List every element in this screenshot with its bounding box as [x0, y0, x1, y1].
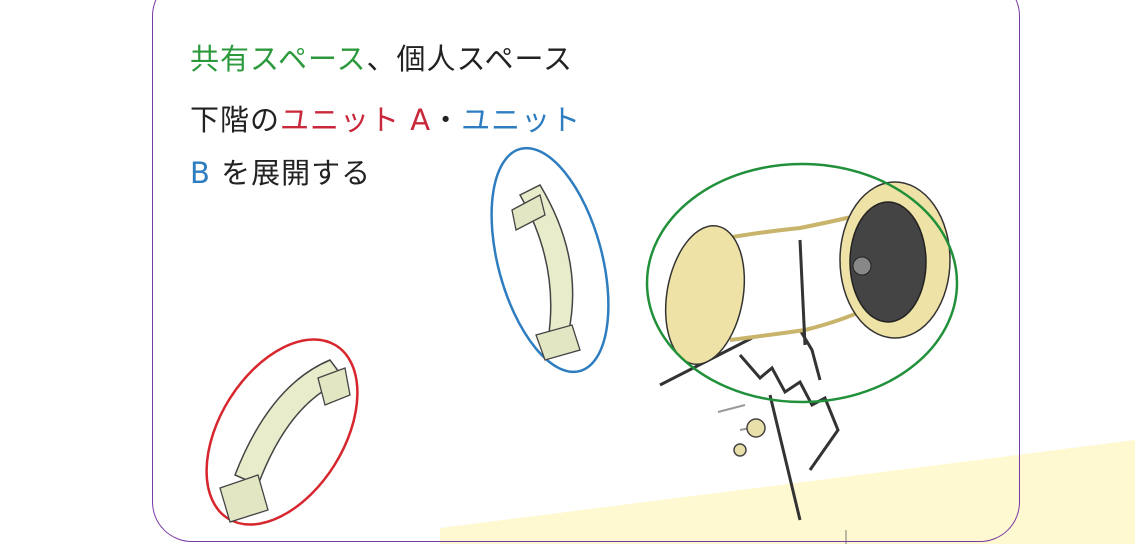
unit-a-highlight-ellipse — [205, 338, 359, 526]
unit-a-label: ユニット A — [280, 103, 432, 137]
caption-line-1: 共有スペース、個人スペース — [190, 36, 573, 78]
unit-a-group — [205, 338, 359, 526]
separator-dot: ・ — [431, 103, 462, 137]
lower-floor-label: 下階の — [190, 103, 281, 137]
shared-space-group — [645, 162, 959, 521]
shared-space-disc-left — [664, 224, 746, 366]
shared-space-disc-right-inner — [849, 201, 927, 323]
deploy-label: を展開する — [210, 156, 372, 190]
individual-space-label: 、個人スペース — [366, 42, 574, 76]
unit-b-highlight-ellipse — [490, 146, 610, 374]
caption-line-2: 下階のユニット A・ユニット — [190, 97, 581, 139]
content-frame — [152, 0, 1020, 542]
unit-b-label-part1: ユニット — [461, 103, 582, 137]
shared-space-label: 共有スペース — [190, 42, 367, 76]
shared-space-highlight-ellipse — [645, 162, 959, 404]
caption-line-3: B を展開する — [190, 150, 371, 192]
unit-b-group — [490, 146, 610, 374]
unit-b-label-part2: B — [190, 156, 211, 190]
